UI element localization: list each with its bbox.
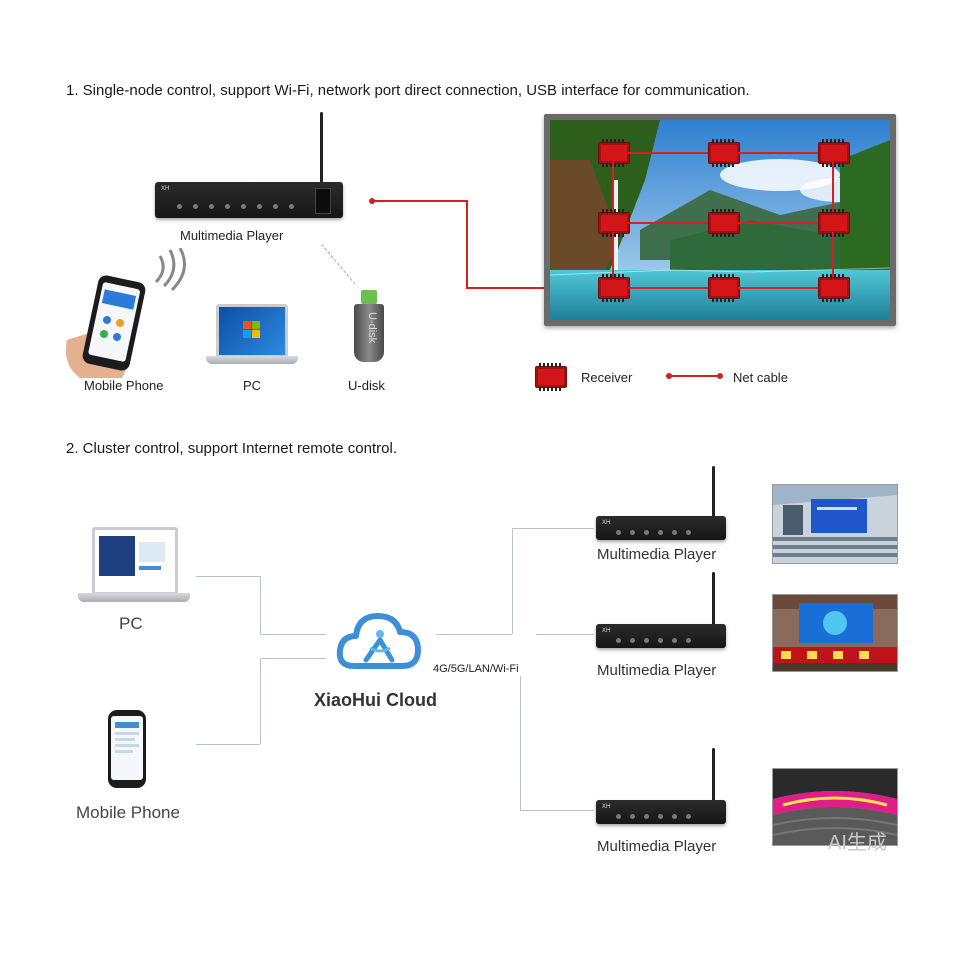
connector-line bbox=[536, 634, 594, 635]
receiver-card bbox=[818, 274, 850, 302]
pc-label: PC bbox=[243, 378, 262, 393]
legend-net-cable-icon bbox=[668, 375, 720, 377]
antenna-icon bbox=[712, 748, 715, 804]
connector-line bbox=[260, 658, 261, 744]
net-cable bbox=[738, 287, 818, 289]
section1-heading: 1. Single-node control, support Wi-Fi, n… bbox=[66, 82, 750, 99]
player-label: Multimedia Player bbox=[180, 228, 284, 243]
antenna-icon bbox=[320, 112, 323, 184]
connector-line bbox=[196, 744, 260, 745]
net-cable bbox=[612, 162, 614, 212]
player-label: Multimedia Player bbox=[597, 662, 717, 679]
net-cable bbox=[738, 152, 818, 154]
receiver-card bbox=[818, 139, 850, 167]
player-label: Multimedia Player bbox=[597, 838, 717, 855]
curved-display-photo bbox=[772, 768, 898, 846]
laptop-icon bbox=[206, 304, 298, 368]
antenna-icon bbox=[712, 466, 715, 520]
u-disk-icon: U-disk bbox=[352, 290, 386, 368]
legend-net-cable-label: Net cable bbox=[733, 370, 788, 385]
net-cable bbox=[628, 287, 708, 289]
watermark: AI生成 bbox=[828, 832, 887, 854]
player-label: Multimedia Player bbox=[597, 546, 717, 563]
multimedia-player-device: XH bbox=[596, 466, 728, 542]
usb-link-line bbox=[320, 244, 356, 286]
net-cable bbox=[372, 200, 467, 202]
multimedia-player-device: XH bbox=[596, 748, 728, 826]
u-disk-label: U-disk bbox=[348, 378, 385, 393]
multimedia-player-device: XH bbox=[155, 112, 345, 222]
receiver-card bbox=[598, 209, 630, 237]
connector-line bbox=[436, 634, 512, 635]
net-cable bbox=[466, 287, 606, 289]
connector-line bbox=[196, 576, 260, 577]
receiver-card bbox=[818, 209, 850, 237]
net-cable bbox=[738, 222, 818, 224]
mobile-phone-hand bbox=[62, 270, 162, 380]
net-cable bbox=[628, 222, 708, 224]
net-cable bbox=[612, 232, 614, 277]
connector-line bbox=[520, 810, 594, 811]
net-cable bbox=[628, 152, 708, 154]
mobile-phone-icon bbox=[108, 710, 146, 788]
receiver-card bbox=[708, 139, 740, 167]
laptop-icon bbox=[78, 527, 190, 605]
building-display-photo bbox=[772, 484, 898, 564]
legend-receiver-icon bbox=[535, 363, 567, 391]
connector-line bbox=[520, 676, 521, 810]
receiver-card bbox=[598, 274, 630, 302]
legend-cable-endpoint bbox=[717, 373, 723, 379]
net-cable bbox=[466, 200, 468, 288]
net-cable bbox=[832, 162, 834, 212]
mobile-phone-label: Mobile Phone bbox=[84, 378, 164, 393]
receiver-card bbox=[598, 139, 630, 167]
receiver-card bbox=[708, 274, 740, 302]
connector-line bbox=[260, 634, 326, 635]
u-disk-text: U-disk bbox=[366, 312, 378, 344]
cloud-label: XiaoHui Cloud bbox=[314, 690, 437, 710]
connector-line bbox=[260, 576, 261, 634]
connector-line bbox=[512, 528, 513, 634]
antenna-icon bbox=[712, 572, 715, 628]
cloud-icon bbox=[336, 613, 421, 669]
multimedia-player-device: XH bbox=[596, 572, 728, 650]
section2-heading: 2. Cluster control, support Internet rem… bbox=[66, 440, 397, 457]
link-label: 4G/5G/LAN/Wi-Fi bbox=[433, 663, 519, 675]
wifi-signal-icon bbox=[154, 248, 186, 292]
mobile-phone-label-cluster: Mobile Phone bbox=[76, 803, 180, 822]
receiver-card bbox=[708, 209, 740, 237]
street-display-photo bbox=[772, 594, 898, 672]
connector-line bbox=[512, 528, 594, 529]
net-cable bbox=[832, 232, 834, 277]
legend-receiver-label: Receiver bbox=[581, 370, 633, 385]
connector-line bbox=[260, 658, 326, 659]
pc-label-cluster: PC bbox=[119, 614, 143, 633]
